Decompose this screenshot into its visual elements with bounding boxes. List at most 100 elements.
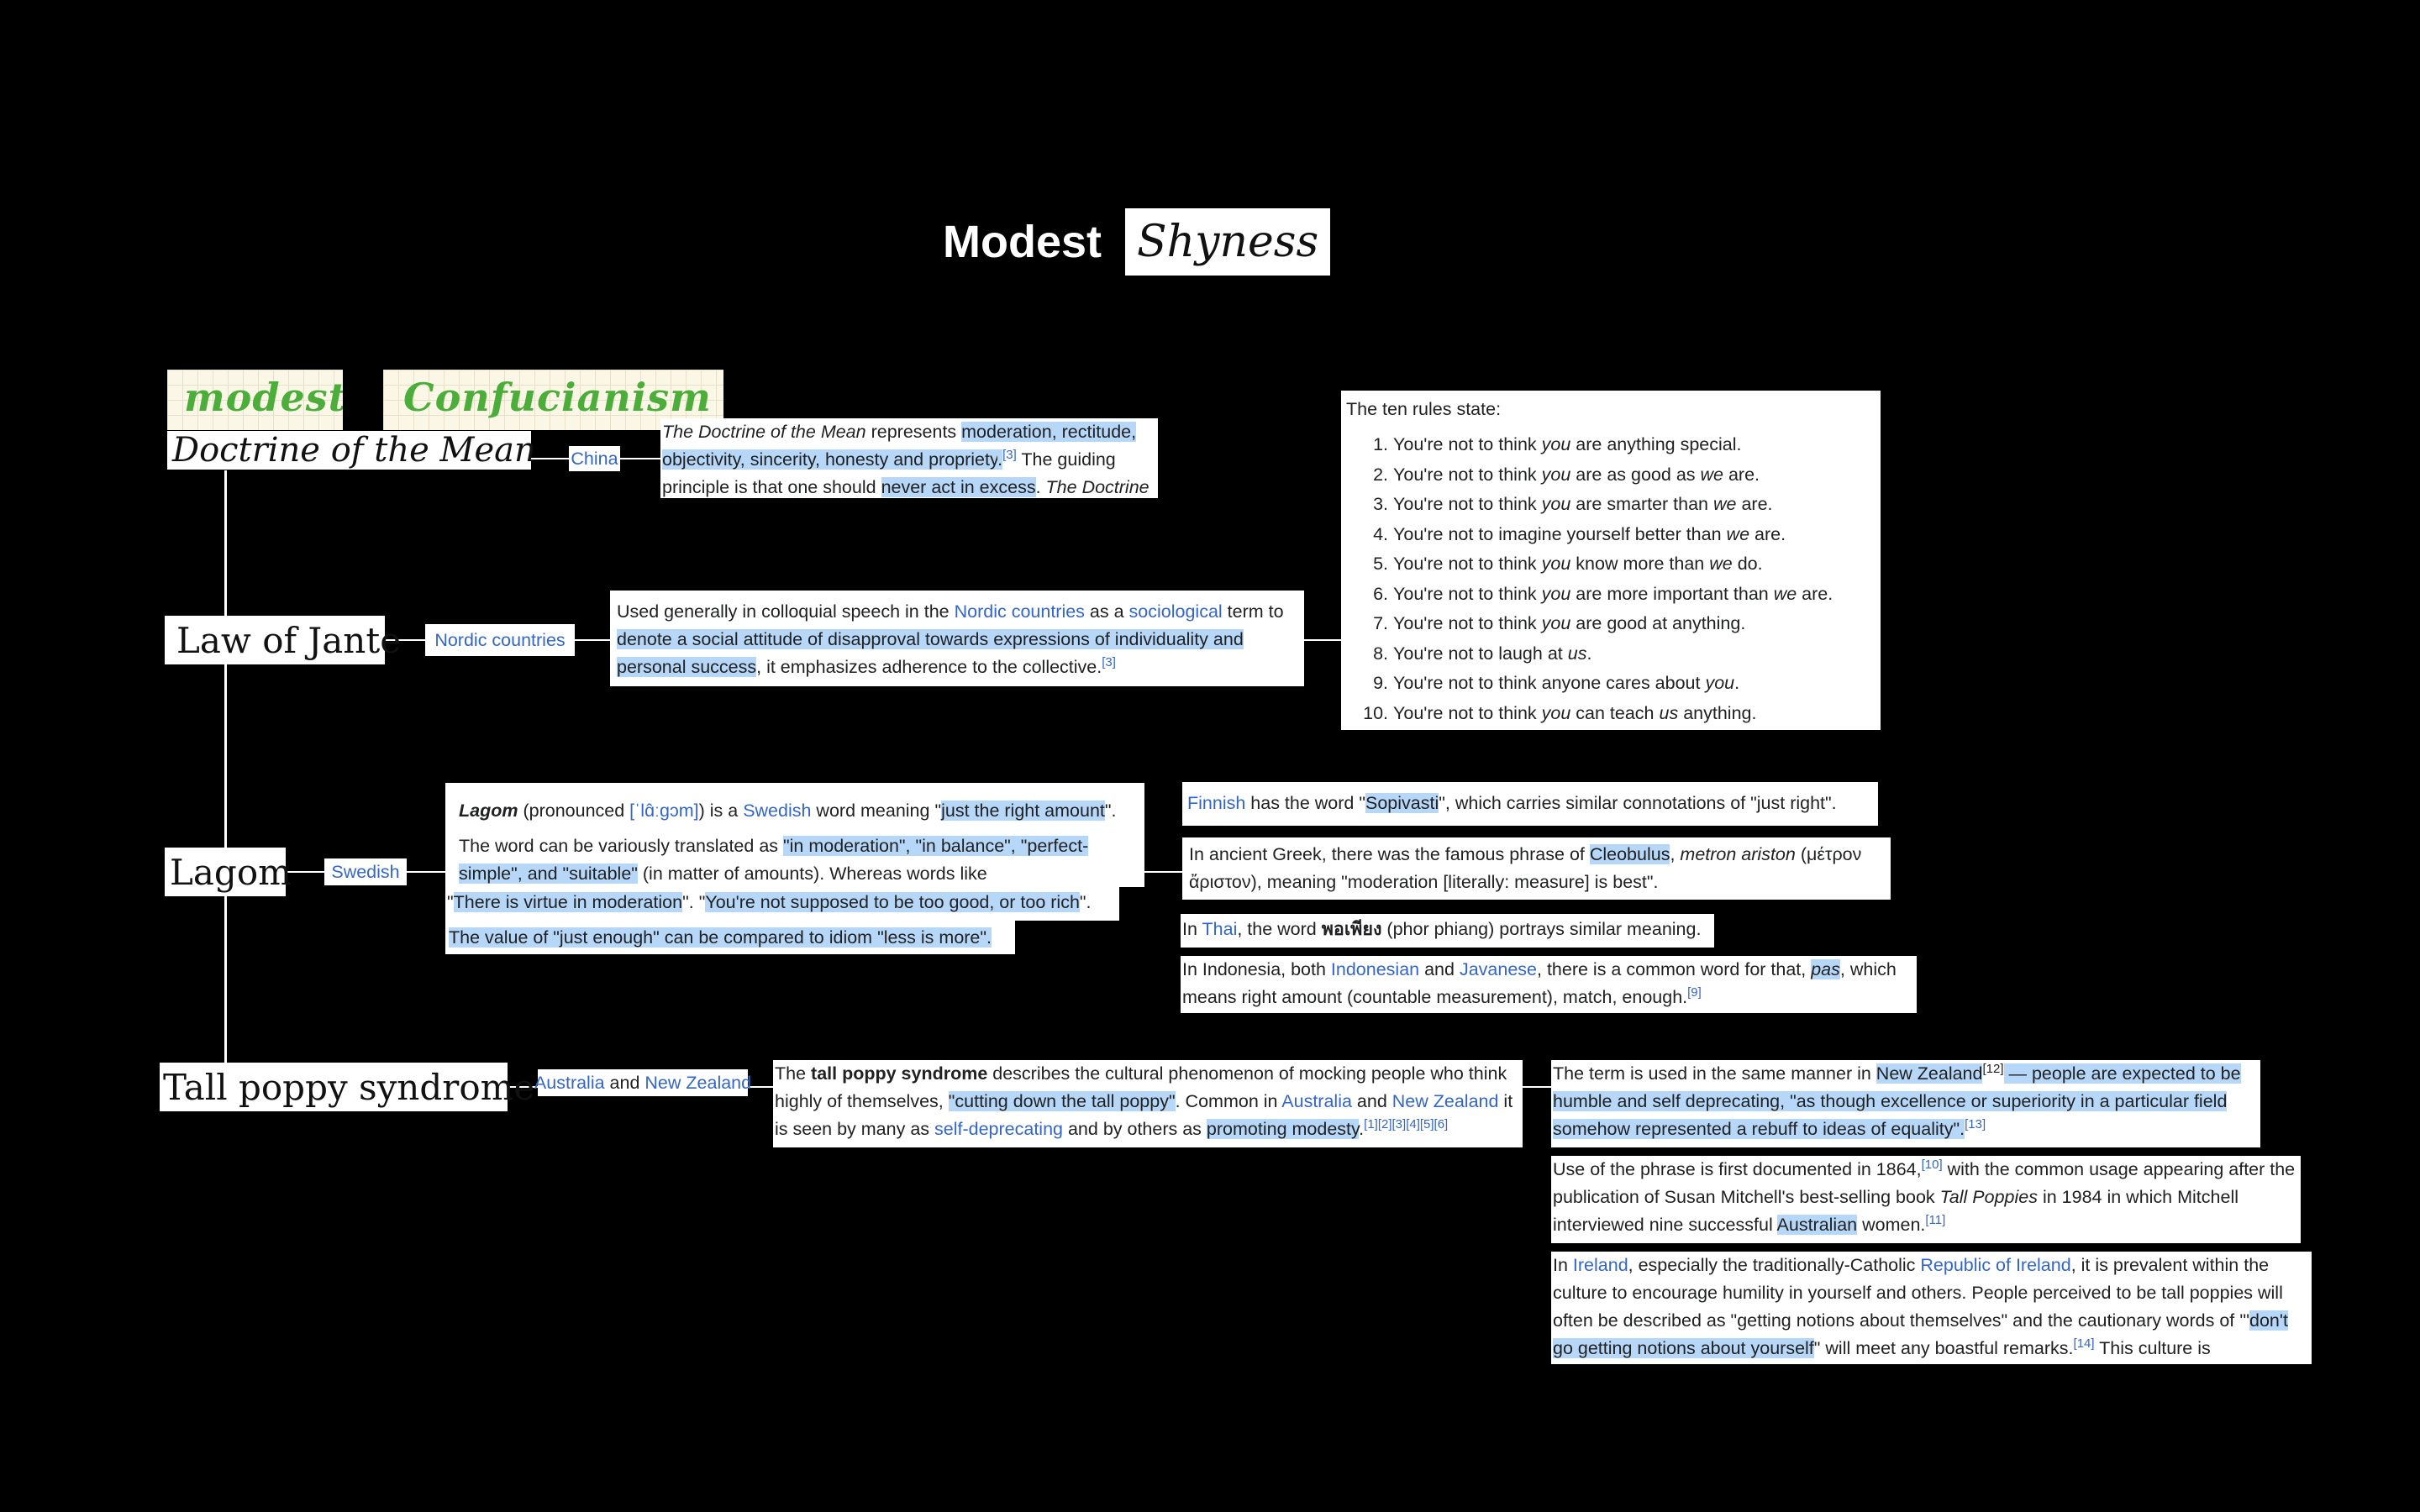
poppy-history-run: in 1984 in which Mitchell interviewed ni… bbox=[1553, 1187, 2238, 1235]
lagom-finnish-text: Finnish has the word "Sopivasti", which … bbox=[1187, 790, 1873, 817]
poppy-desc-link[interactable]: New Zealand bbox=[1392, 1091, 1499, 1111]
jante-rule-10-run: anything. bbox=[1678, 702, 1757, 723]
tag-nordic-countries[interactable]: Nordic countries bbox=[425, 624, 575, 656]
lagom-indonesia-link[interactable]: Javanese bbox=[1459, 959, 1537, 979]
lagom-virtue-run: ". " bbox=[682, 892, 706, 912]
doctrine-desc-citation[interactable]: [3] bbox=[1002, 447, 1017, 462]
jante-rule-2-run: you bbox=[1541, 464, 1571, 485]
jante-rule-item: You're not to imagine yourself better th… bbox=[1393, 520, 1876, 550]
lagom-thai-run: พอเพียง bbox=[1321, 919, 1382, 939]
jante-rule-item: You're not to think you are anything spe… bbox=[1393, 430, 1876, 460]
jante-desc-link[interactable]: Nordic countries bbox=[954, 601, 1085, 622]
lagom-desc1-run: ". bbox=[1104, 801, 1117, 821]
lagom-indonesia-run: and bbox=[1419, 959, 1460, 979]
poppy-desc-run: "cutting down the tall poppy" bbox=[948, 1091, 1176, 1111]
lagom-greek-run: (μέτρον ἄριστον), meaning "moderation [l… bbox=[1189, 844, 1862, 892]
lagom-thai-link[interactable]: Thai bbox=[1202, 919, 1238, 939]
jante-rule-2-run: we bbox=[1700, 464, 1723, 485]
connector-lagom-desc bbox=[407, 871, 445, 873]
jante-rule-1-run: you bbox=[1541, 434, 1571, 454]
jante-desc-citation[interactable]: [3] bbox=[1102, 654, 1116, 669]
jante-rules-list: You're not to think you are anything spe… bbox=[1346, 430, 1876, 728]
tag-china[interactable]: China bbox=[569, 446, 620, 471]
lagom-indonesia-link[interactable]: Indonesian bbox=[1330, 959, 1420, 979]
jante-rule-1-run: You're not to think bbox=[1393, 434, 1542, 454]
jante-rule-5-run: you bbox=[1541, 554, 1571, 574]
card-lagom-enough: The value of "just enough" can be compar… bbox=[445, 921, 1015, 954]
poppy-tag-run: and bbox=[604, 1072, 645, 1093]
lagom-indonesia-citation[interactable]: [9] bbox=[1687, 984, 1702, 1000]
lagom-finnish-run: Sopivasti bbox=[1365, 793, 1439, 813]
lagom-description-2: The word can be variously translated as … bbox=[459, 832, 1131, 887]
lagom-finnish-link[interactable]: Finnish bbox=[1187, 793, 1246, 813]
lagom-thai-text: In Thai, the word พอเพียง (phor phiang) … bbox=[1182, 916, 1712, 943]
poppy-desc-run: it is seen by many as bbox=[775, 1091, 1513, 1139]
lagom-indonesia-run: In Indonesia, both bbox=[1182, 959, 1331, 979]
doctrine-desc-run: . bbox=[997, 449, 1003, 470]
tag-australia-new-zealand[interactable]: Australia and New Zealand bbox=[534, 1069, 752, 1096]
poppy-history-citation[interactable]: [10] bbox=[1921, 1157, 1943, 1172]
poppy-ireland-citation[interactable]: [14] bbox=[2073, 1336, 2095, 1351]
lagom-virtue-run: ". bbox=[1079, 892, 1092, 912]
tag-swedish[interactable]: Swedish bbox=[324, 858, 407, 885]
connector-jante-desc bbox=[575, 639, 610, 641]
jante-description-text: Used generally in colloquial speech in t… bbox=[617, 598, 1297, 681]
card-poppy-ireland: In Ireland, especially the traditionally… bbox=[1551, 1252, 2312, 1364]
card-poppy-history: Use of the phrase is first documented in… bbox=[1551, 1156, 2301, 1243]
poppy-nz-citation[interactable]: [13] bbox=[1965, 1116, 1986, 1131]
card-jante-description: Used generally in colloquial speech in t… bbox=[610, 591, 1304, 686]
doctrine-desc-run: The Doctrine of the Mean bbox=[662, 422, 866, 442]
jante-rule-9-run: You're not to think anyone cares about bbox=[1393, 673, 1706, 693]
jante-desc-link[interactable]: sociological bbox=[1128, 601, 1223, 622]
jante-rule-item: You're not to think you are good at anyt… bbox=[1393, 609, 1876, 639]
connector-poppy-desc bbox=[748, 1086, 773, 1088]
poppy-ireland-link[interactable]: Republic of Ireland bbox=[1920, 1255, 2071, 1275]
poppy-desc-citation[interactable]: [1][2][3][4][5][6] bbox=[1364, 1116, 1449, 1131]
connector-doctrine-desc bbox=[620, 458, 660, 459]
poppy-desc-run: and by others as bbox=[1063, 1119, 1207, 1139]
jante-rule-6-run: are more important than bbox=[1570, 583, 1774, 604]
poppy-desc-link[interactable]: Australia bbox=[1281, 1091, 1352, 1111]
jante-rule-item: You're not to think anyone cares about y… bbox=[1393, 669, 1876, 699]
lagom-thai-run: (phor phiang) portrays similar meaning. bbox=[1381, 919, 1702, 939]
jante-rule-8-run: us bbox=[1567, 643, 1587, 664]
jante-rule-4-run: are. bbox=[1749, 523, 1786, 544]
poppy-tag-link[interactable]: Australia bbox=[534, 1072, 605, 1093]
title-part1: Modest bbox=[943, 217, 1102, 267]
jante-rule-6-run: are. bbox=[1797, 583, 1833, 604]
jante-rule-6-run: you bbox=[1541, 583, 1571, 604]
lagom-desc1-run: ) is a bbox=[698, 801, 744, 821]
lagom-desc1-link[interactable]: Swedish bbox=[743, 801, 812, 821]
poppy-desc-link[interactable]: self-deprecating bbox=[934, 1119, 1063, 1139]
handwriting-modest-image: modest bbox=[167, 370, 343, 430]
lagom-desc1-link[interactable]: [ˈlɑ̂ːɡɔm] bbox=[629, 801, 699, 821]
poppy-history-run: Use of the phrase is first documented in… bbox=[1553, 1159, 1922, 1179]
poppy-tag-link[interactable]: New Zealand bbox=[644, 1072, 752, 1093]
connector-doctrine-tag bbox=[531, 458, 569, 459]
connector-lagom-related bbox=[1144, 871, 1182, 873]
lagom-greek-run: In ancient Greek, there was the famous p… bbox=[1189, 844, 1590, 864]
jante-rule-7-run: you bbox=[1541, 613, 1571, 633]
heading-tall-poppy-syndrome: Tall poppy syndrome bbox=[160, 1063, 534, 1111]
lagom-desc1-run: word meaning " bbox=[811, 801, 942, 821]
jante-rule-item: You're not to think you are more importa… bbox=[1393, 580, 1876, 610]
poppy-history-citation[interactable]: [11] bbox=[1925, 1212, 1946, 1227]
lagom-indonesia-run: , which means right amount (countable me… bbox=[1182, 959, 1897, 1007]
jante-rule-10-run: you bbox=[1541, 702, 1571, 723]
poppy-nz-run: The term is used in the same manner in bbox=[1553, 1063, 1876, 1084]
poppy-ireland-run: In bbox=[1553, 1255, 1573, 1275]
jante-rule-10-run: can teach bbox=[1570, 702, 1660, 723]
doctrine-desc-run: never act in excess bbox=[881, 477, 1036, 497]
poppy-ireland-run: " will meet any boastful remarks. bbox=[1813, 1338, 2074, 1358]
poppy-history-run: Tall Poppies bbox=[1939, 1187, 2038, 1207]
jante-rule-4-run: we bbox=[1726, 523, 1750, 544]
jante-rule-7-run: are good at anything. bbox=[1570, 613, 1746, 633]
card-poppy-description: The tall poppy syndrome describes the cu… bbox=[773, 1060, 1523, 1147]
poppy-ireland-link[interactable]: Ireland bbox=[1572, 1255, 1628, 1275]
jante-rule-item: You're not to think you can teach us any… bbox=[1393, 699, 1876, 729]
lagom-indonesia-run: pas bbox=[1811, 959, 1840, 979]
poppy-nz-run: New Zealand bbox=[1876, 1063, 1983, 1084]
jante-rule-item: You're not to laugh at us. bbox=[1393, 639, 1876, 669]
jante-rule-item: You're not to think you are as good as w… bbox=[1393, 460, 1876, 491]
lagom-enough-run: The value of "just enough" can be compar… bbox=[449, 927, 992, 948]
